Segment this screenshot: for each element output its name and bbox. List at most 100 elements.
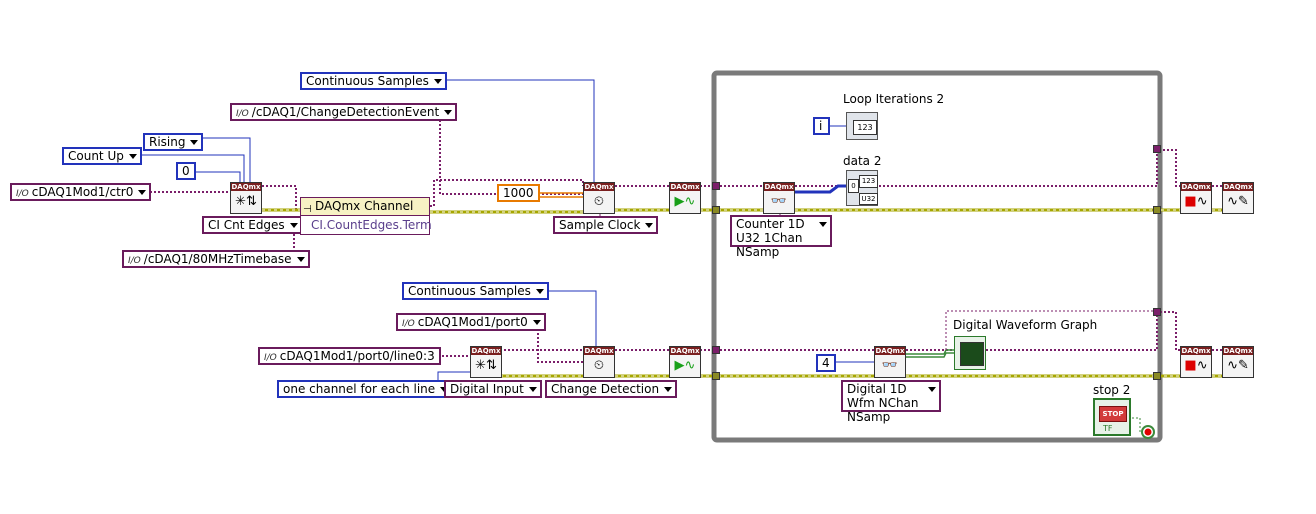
clear-task-icon: ∿✎ <box>1227 358 1249 373</box>
data-indicator[interactable]: 0 123 U32 <box>846 170 878 206</box>
read-vi-top[interactable]: DAQmx 👓 <box>763 182 795 214</box>
timebase-constant[interactable]: I/O/cDAQ1/80MHzTimebase <box>122 250 310 268</box>
graph-label: Digital Waveform Graph <box>953 318 1098 332</box>
stop-tf-label: TF <box>1103 424 1113 433</box>
clear-task-vi-bottom[interactable]: DAQmx ∿✎ <box>1222 346 1254 378</box>
tunnel-error-out-bottom[interactable] <box>1153 372 1161 380</box>
loop-index-terminal[interactable]: i <box>813 117 830 135</box>
lines-text: cDAQ1Mod1/port0/line0:3 <box>279 349 435 363</box>
read-glasses-icon: 👓 <box>881 358 899 373</box>
property-node[interactable]: ⊣ DAQmx Channel CI.CountEdges.Term <box>300 197 432 235</box>
stop-button-label: stop 2 <box>1093 383 1131 397</box>
io-name-icon: I/O <box>264 353 277 363</box>
daqmx-header: DAQmx <box>584 347 614 355</box>
while-loop-frame[interactable] <box>711 70 1163 443</box>
start-task-vi-bottom[interactable]: DAQmx ▶∿ <box>669 346 701 378</box>
tunnel-error-in-top[interactable] <box>712 206 720 214</box>
daqmx-header: DAQmx <box>1223 347 1253 355</box>
daqmx-header: DAQmx <box>1181 183 1211 191</box>
daqmx-header: DAQmx <box>1223 183 1253 191</box>
daqmx-header: DAQmx <box>1181 347 1211 355</box>
read-type-ring-top[interactable]: Counter 1D U32 1Chan NSamp <box>730 215 832 259</box>
start-task-icon: ▶∿ <box>674 358 696 373</box>
line-grouping-constant[interactable]: one channel for each line <box>277 380 454 398</box>
clear-task-vi-top[interactable]: DAQmx ∿✎ <box>1222 182 1254 214</box>
read-type-ring-bottom[interactable]: Digital 1D Wfm NChan NSamp <box>841 380 941 424</box>
daqmx-header: DAQmx <box>231 183 261 191</box>
daqmx-header: DAQmx <box>875 347 905 355</box>
tunnel-task-out-top[interactable] <box>1153 145 1161 153</box>
array-element-icon: 123 <box>859 175 878 188</box>
channel-type-ring-bottom[interactable]: Digital Input <box>444 380 542 398</box>
trigger-terminal-text: /cDAQ1/ChangeDetectionEvent <box>251 105 440 119</box>
timing-vi-bottom[interactable]: DAQmx ⏲ <box>583 346 615 378</box>
graph-link-wire <box>945 310 1157 350</box>
io-name-icon: I/O <box>402 319 415 329</box>
sample-mode-constant-top[interactable]: Continuous Samples <box>300 72 447 90</box>
waveform-wire <box>906 349 954 358</box>
stop-task-icon: ■∿ <box>1184 194 1208 209</box>
timing-type-ring-bottom[interactable]: Change Detection <box>545 380 678 398</box>
daqmx-header: DAQmx <box>670 183 700 191</box>
loop-iterations-indicator[interactable]: 123 <box>846 112 878 140</box>
tunnel-error-out-top[interactable] <box>1153 206 1161 214</box>
read-glasses-icon: 👓 <box>770 194 788 209</box>
array-index-box: 0 <box>848 179 859 193</box>
edge-constant[interactable]: Rising <box>143 133 204 151</box>
property-node-header: ⊣ DAQmx Channel <box>301 198 429 216</box>
create-channel-vi-top[interactable]: DAQmx ✳⇅ <box>230 182 262 214</box>
create-channel-icon: ✳⇅ <box>475 358 497 373</box>
timebase-text: /cDAQ1/80MHzTimebase <box>143 252 292 266</box>
numeric-indicator-icon: 123 <box>853 120 877 135</box>
stop-button-face: STOP <box>1099 406 1127 422</box>
stop-task-vi-top[interactable]: DAQmx ■∿ <box>1180 182 1212 214</box>
samples-per-channel-constant[interactable]: 1000 <box>497 184 540 202</box>
daqmx-header: DAQmx <box>764 183 794 191</box>
trigger-terminal-constant[interactable]: I/O/cDAQ1/ChangeDetectionEvent <box>230 103 458 121</box>
count-direction-constant[interactable]: Count Up <box>62 147 142 165</box>
daqmx-header: DAQmx <box>584 183 614 191</box>
array-type-icon: U32 <box>859 193 878 205</box>
change-detection-lines-text: cDAQ1Mod1/port0 <box>417 315 528 329</box>
io-name-icon: I/O <box>128 256 141 266</box>
loop-condition-dot <box>1144 428 1152 436</box>
samples-per-channel-constant-bottom[interactable]: 4 <box>816 354 836 372</box>
read-vi-bottom[interactable]: DAQmx 👓 <box>874 346 906 378</box>
stop-button-terminal[interactable]: STOP TF <box>1093 398 1131 436</box>
numeric-wire-top <box>130 79 595 182</box>
daqmx-header: DAQmx <box>471 347 501 355</box>
stop-task-icon: ■∿ <box>1184 358 1208 373</box>
counter-channel-text: cDAQ1Mod1/ctr0 <box>31 185 134 199</box>
digital-waveform-icon <box>960 342 984 366</box>
tunnel-task-in-top[interactable] <box>712 182 720 190</box>
tunnel-task-out-bottom[interactable] <box>1153 308 1161 316</box>
channel-refnum-icon: ⊣ <box>303 204 312 215</box>
start-task-icon: ▶∿ <box>674 194 696 209</box>
data-wire <box>795 184 846 194</box>
trigger-wire-top <box>428 111 583 195</box>
tunnel-task-in-bottom[interactable] <box>712 346 720 354</box>
error-wire-top-inner <box>262 209 1222 213</box>
timing-type-ring-top[interactable]: Sample Clock <box>553 216 659 234</box>
create-channel-vi-bottom[interactable]: DAQmx ✳⇅ <box>470 346 502 378</box>
start-task-vi-top[interactable]: DAQmx ▶∿ <box>669 182 701 214</box>
sample-mode-constant-bottom[interactable]: Continuous Samples <box>402 282 549 300</box>
property-node-title: DAQmx Channel <box>315 199 414 213</box>
tunnel-error-in-bottom[interactable] <box>712 372 720 380</box>
digital-waveform-graph-terminal[interactable] <box>954 336 986 370</box>
property-node-property: CI.CountEdges.Term <box>311 218 432 232</box>
channel-type-ring-top[interactable]: CI Cnt Edges <box>202 216 303 234</box>
daqmx-header: DAQmx <box>670 347 700 355</box>
timing-vi-top[interactable]: DAQmx ⏲ <box>583 182 615 214</box>
task-wire-bottom <box>500 311 1222 351</box>
stop-task-vi-bottom[interactable]: DAQmx ■∿ <box>1180 346 1212 378</box>
initial-count-constant[interactable]: 0 <box>176 162 196 180</box>
sample-clock-icon: ⏲ <box>593 358 605 373</box>
sample-mode-wire-bottom <box>530 290 597 346</box>
create-channel-icon: ✳⇅ <box>235 194 257 209</box>
io-name-icon: I/O <box>236 109 249 119</box>
